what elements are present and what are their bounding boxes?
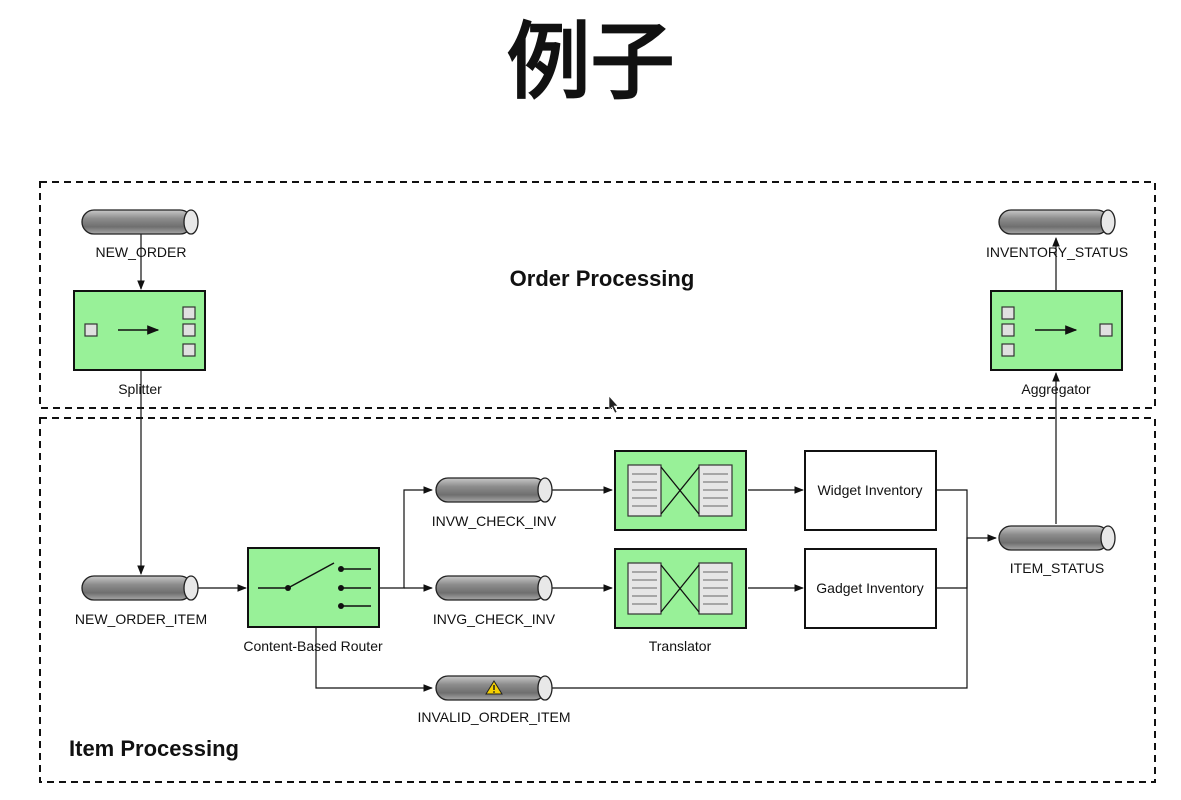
mouse-cursor-icon: [608, 395, 619, 414]
svg-text:INVALID_ORDER_ITEM: INVALID_ORDER_ITEM: [418, 709, 571, 725]
channel-new-order-item: NEW_ORDER_ITEM: [75, 575, 207, 627]
item-processing-heading: Item Processing: [69, 736, 239, 761]
aggregator: Aggregator: [990, 290, 1123, 397]
translator-widget: [614, 450, 747, 531]
item-processing-boundary: [39, 417, 1156, 783]
svg-text:Widget Inventory: Widget Inventory: [817, 482, 922, 498]
svg-text:ITEM_STATUS: ITEM_STATUS: [1010, 560, 1104, 576]
svg-text:INVG_CHECK_INV: INVG_CHECK_INV: [433, 611, 556, 627]
svg-text:Content-Based Router: Content-Based Router: [243, 638, 383, 654]
widget-inventory: Widget Inventory: [804, 450, 937, 531]
svg-text:Splitter: Splitter: [118, 381, 162, 397]
splitter: Splitter: [73, 290, 206, 397]
svg-text:Translator: Translator: [649, 638, 712, 654]
connectors: [137, 234, 1060, 692]
svg-text:Gadget Inventory: Gadget Inventory: [816, 580, 923, 596]
svg-text:INVENTORY_STATUS: INVENTORY_STATUS: [986, 244, 1128, 260]
translator-gadget: Translator: [614, 548, 747, 654]
order-processing-heading: Order Processing: [510, 266, 695, 291]
channel-invg-check-inv: INVG_CHECK_INV: [433, 575, 556, 627]
svg-text:NEW_ORDER: NEW_ORDER: [95, 244, 186, 260]
channel-invw-check-inv: INVW_CHECK_INV: [432, 477, 557, 529]
channel-inventory-status: INVENTORY_STATUS: [986, 209, 1128, 260]
svg-text:INVW_CHECK_INV: INVW_CHECK_INV: [432, 513, 557, 529]
content-based-router: Content-Based Router: [243, 547, 383, 654]
page-title: 例子: [506, 13, 675, 111]
svg-text:NEW_ORDER_ITEM: NEW_ORDER_ITEM: [75, 611, 207, 627]
channel-invalid-order-item: INVALID_ORDER_ITEM: [418, 675, 571, 725]
channel-new-order: NEW_ORDER: [81, 209, 199, 260]
gadget-inventory: Gadget Inventory: [804, 548, 937, 629]
svg-text:Aggregator: Aggregator: [1021, 381, 1091, 397]
order-processing-boundary: [39, 181, 1156, 409]
channel-item-status: ITEM_STATUS: [998, 525, 1116, 576]
